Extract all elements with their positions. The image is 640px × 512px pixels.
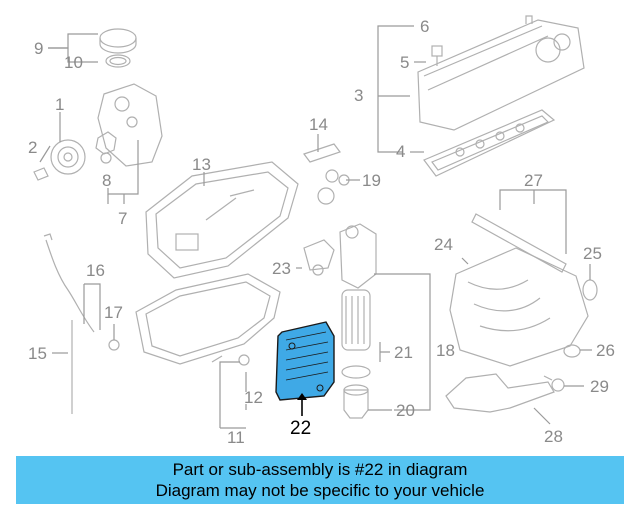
callout-6: 6 <box>420 17 429 36</box>
callout-16: 16 <box>86 261 105 280</box>
lower-oil-pan-drawing <box>135 273 281 365</box>
callout-11: 11 <box>227 428 245 447</box>
callout-10: 10 <box>64 53 83 72</box>
valve-cover-gasket-drawing <box>423 109 556 177</box>
callout-23: 23 <box>272 259 291 278</box>
callout-26: 26 <box>596 341 615 360</box>
callout-2: 2 <box>28 138 37 157</box>
callout-29: 29 <box>590 377 609 396</box>
callout-numbers: 1 2 3 4 5 6 7 8 9 10 11 12 13 14 15 16 1… <box>28 17 615 447</box>
callout-1: 1 <box>55 95 64 114</box>
banner-line-part-info: Part or sub-assembly is #22 in diagram <box>172 460 468 479</box>
callout-3: 3 <box>354 86 363 105</box>
intake-manifold-drawing <box>449 247 589 367</box>
callout-14: 14 <box>309 115 328 134</box>
bracket-drawing <box>445 373 565 413</box>
callout-24: 24 <box>434 235 453 254</box>
oil-filler-cap-drawing <box>99 28 137 68</box>
valve-cover-drawing <box>417 15 585 131</box>
intake-gasket-drawing <box>471 213 598 301</box>
callout-7: 7 <box>118 209 127 228</box>
dipstick-drawing <box>43 233 120 414</box>
callout-5: 5 <box>400 53 409 72</box>
callout-20: 20 <box>396 401 415 420</box>
callout-21: 21 <box>394 343 413 362</box>
callout-27: 27 <box>524 171 543 190</box>
callout-17: 17 <box>104 303 123 322</box>
upper-oil-pan-drawing <box>145 161 299 279</box>
callout-22-highlighted: 22 <box>290 418 311 439</box>
callout-13: 13 <box>192 155 211 174</box>
leader-lines <box>39 25 592 429</box>
callout-15: 15 <box>28 344 47 363</box>
info-banner: Part or sub-assembly is #22 in diagram D… <box>16 456 624 504</box>
callout-25: 25 <box>583 244 602 263</box>
oil-cooler-highlighted-drawing <box>275 321 335 401</box>
callout-9: 9 <box>34 39 43 58</box>
filter-housing-drawing <box>339 223 377 419</box>
timing-cover-drawing <box>33 83 163 181</box>
banner-line-disclaimer: Diagram may not be specific to your vehi… <box>155 481 485 500</box>
callout-12: 12 <box>244 388 263 407</box>
callout-8: 8 <box>102 171 111 190</box>
callout-18: 18 <box>436 341 455 360</box>
small-parts-drawing <box>238 143 350 366</box>
callout-19: 19 <box>362 171 381 190</box>
callout-4: 4 <box>396 142 405 161</box>
callout-28: 28 <box>544 427 563 446</box>
parts-diagram: 1 2 3 4 5 6 7 8 9 10 11 12 13 14 15 16 1… <box>28 15 615 447</box>
